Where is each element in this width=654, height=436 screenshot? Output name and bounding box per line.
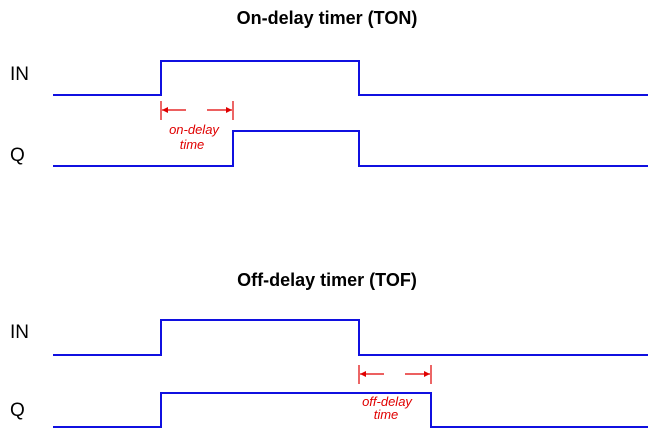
ton-delay-label-line1: on-delay [169, 122, 220, 137]
ton-q-label: Q [10, 145, 25, 166]
tof-q-waveform [53, 392, 648, 428]
tof-delay-label-line1: off-delay [362, 394, 413, 409]
tof-in-label: IN [10, 322, 29, 343]
tof-delay-label-line2: time [374, 407, 399, 422]
ton-title: On-delay timer (TON) [237, 8, 418, 28]
tof-title: Off-delay timer (TOF) [237, 270, 417, 290]
tof-delay-annotation: off-delay time [358, 365, 432, 422]
ton-delay-label-line2: time [180, 137, 205, 152]
ton-in-label: IN [10, 64, 29, 85]
ton-delay-annotation: on-delay time [160, 101, 234, 152]
ton-section: On-delay timer (TON) IN Q on-delay time [10, 8, 648, 167]
ton-in-waveform [53, 60, 648, 96]
tof-in-waveform [53, 319, 648, 356]
tof-section: Off-delay timer (TOF) IN Q off-delay tim… [10, 270, 648, 428]
ton-q-waveform [53, 130, 648, 167]
tof-q-label: Q [10, 400, 25, 421]
